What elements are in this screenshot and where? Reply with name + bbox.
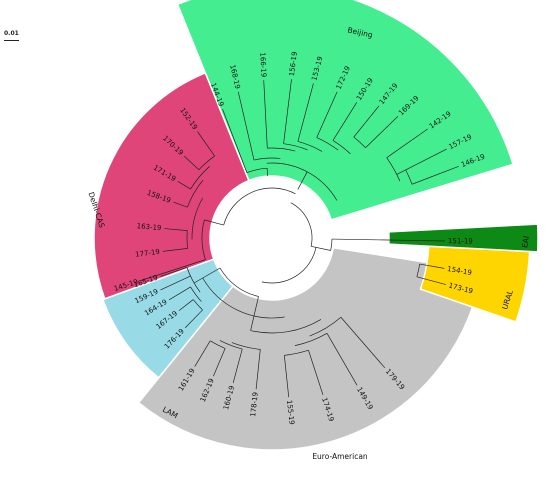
branch-arc: [202, 277, 285, 319]
leaf-branch: [237, 91, 255, 161]
leaf-branch: [232, 348, 243, 383]
leaf-branch: [331, 238, 445, 242]
branch-arc: [191, 197, 204, 240]
leaf-branch: [177, 181, 191, 190]
leaf-branch: [283, 355, 290, 398]
leaf-branch: [263, 80, 268, 149]
leaf-branch: [160, 266, 188, 277]
clade-lam-sector: [101, 258, 235, 379]
leaf-branch: [416, 276, 446, 285]
clade-beijing-sector: [176, 0, 514, 221]
leaf-branch: [183, 155, 200, 171]
leaf-branch: [308, 350, 324, 396]
leaf-branch: [184, 309, 203, 329]
leaf-branch: [419, 263, 445, 269]
clade-delhi-cas-sector: [93, 71, 250, 300]
branch-arc: [330, 239, 333, 251]
leaf-branch: [173, 201, 188, 208]
leaf-branch: [353, 105, 380, 138]
clade-sectors: [93, 0, 539, 451]
leaf-label: 177-19: [135, 248, 161, 259]
root-arc: [290, 202, 313, 247]
leaf-branch: [213, 348, 226, 377]
leaf-branch: [340, 317, 386, 369]
leaf-branch: [326, 333, 358, 386]
leaf-branch: [255, 349, 261, 390]
root-arc: [223, 187, 296, 226]
leaf-branch: [197, 131, 215, 157]
branch-arc: [386, 157, 401, 182]
scale-label: 0.01: [4, 30, 19, 37]
leaf-branch: [160, 275, 191, 291]
leaf-branch: [332, 102, 358, 141]
leaf-branch: [162, 248, 188, 252]
branch-arc: [309, 316, 342, 337]
leaf-branch: [365, 116, 399, 148]
branch-radial: [204, 219, 224, 226]
clade-ural-sector: [419, 245, 531, 323]
leaf-branch: [140, 259, 206, 281]
root-arc: [261, 247, 317, 284]
branch-radial: [193, 267, 221, 284]
clade-eai-sector: [388, 223, 539, 253]
leaf-label: 156-19: [288, 51, 299, 77]
root-arc: [219, 267, 259, 297]
scale-bar: [4, 40, 19, 41]
branch-radial: [311, 245, 331, 251]
leaf-branch: [396, 148, 447, 175]
clade-euro-american-label: Euro-American: [312, 452, 368, 461]
branch-arc: [187, 179, 204, 208]
leaf-branch: [168, 286, 191, 301]
branch-radial: [297, 171, 308, 190]
branch-arc: [231, 342, 261, 350]
leaf-label: 155-19: [285, 400, 296, 425]
branch-radial: [250, 296, 259, 331]
leaf-branch: [297, 83, 314, 142]
branch-arc: [219, 340, 243, 350]
clade-euro-american-sector: [137, 246, 483, 451]
leaf-label: 151-19: [448, 237, 473, 245]
leaf-branch: [194, 340, 211, 367]
branch-arc: [201, 219, 206, 260]
leaf-label: 166-19: [258, 52, 267, 77]
branch-arc: [316, 137, 339, 151]
tree-branches: [140, 79, 459, 398]
leaf-branch: [164, 228, 188, 231]
leaf-branch: [316, 91, 338, 138]
leaf-label: 178-19: [249, 392, 260, 417]
leaf-branch: [178, 299, 194, 311]
branch-radial: [266, 168, 269, 177]
leaf-branch: [222, 109, 248, 173]
leaf-branch: [283, 79, 292, 144]
branch-arc: [250, 319, 322, 334]
leaf-branch: [386, 128, 428, 158]
leaf-branch: [411, 165, 459, 185]
leaf-label: 163-19: [136, 222, 161, 232]
clade-eai-label: EAI: [520, 235, 531, 248]
